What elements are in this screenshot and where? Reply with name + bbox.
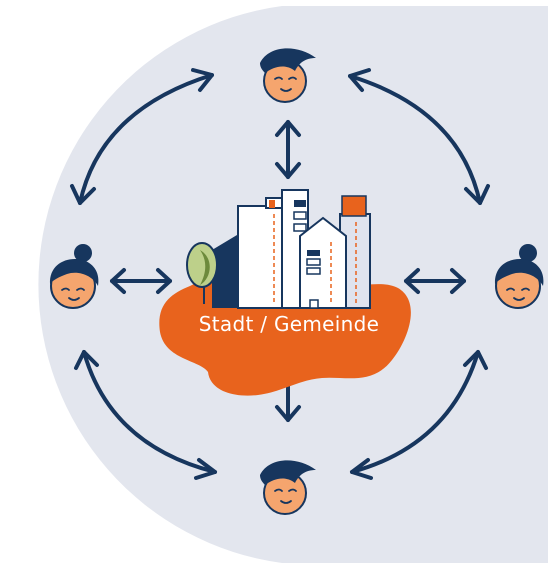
arrow-top-center xyxy=(275,120,301,179)
person-short-hair-icon xyxy=(260,48,316,103)
arrow-right-center xyxy=(404,268,466,294)
person-left xyxy=(49,244,99,309)
person-right xyxy=(494,244,544,309)
city-illustration xyxy=(159,189,411,396)
person-bun-icon xyxy=(494,244,544,309)
tree-icon xyxy=(186,242,218,304)
person-top xyxy=(260,48,316,103)
curved-arrow-right-bottom xyxy=(350,350,488,480)
curved-arrow-left-bottom xyxy=(74,350,217,480)
person-short-hair-icon xyxy=(260,460,316,515)
person-bottom xyxy=(260,460,316,515)
person-bun-icon xyxy=(49,244,99,309)
arrow-left-center xyxy=(110,268,172,294)
curved-arrow-top-right xyxy=(348,68,490,205)
curved-arrow-top-left xyxy=(70,68,214,205)
building-gabled-house xyxy=(299,216,347,309)
center-label: Stadt / Gemeinde xyxy=(198,312,380,336)
